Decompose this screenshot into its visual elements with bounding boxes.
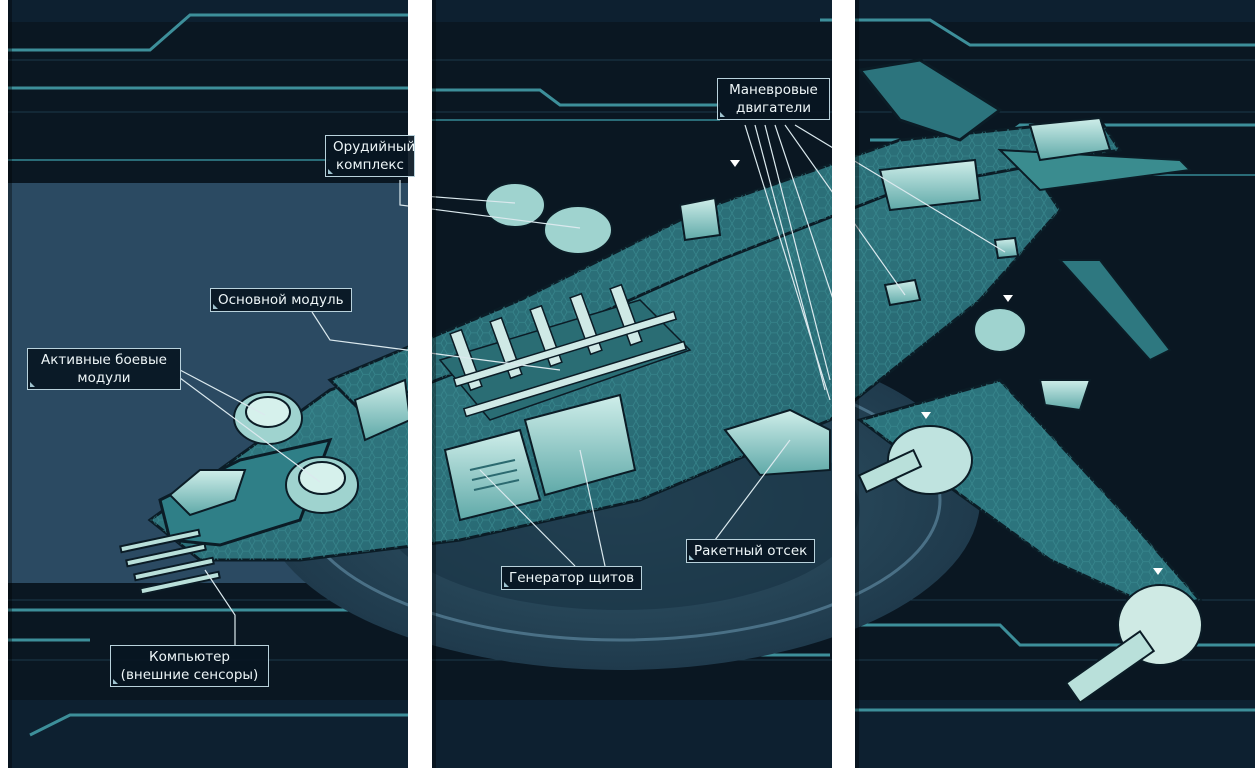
label-active-modules-line1: Активные боевые	[35, 351, 173, 369]
label-active-modules-line2: модули	[35, 369, 173, 387]
label-computer-line1: Компьютер	[118, 648, 261, 666]
label-shield-generator-line1: Генератор щитов	[509, 569, 634, 587]
label-weapon-complex-line2: комплекс	[333, 156, 407, 174]
label-active-modules: Активные боевые модули	[27, 348, 181, 390]
label-weapon-complex: Орудийный комплекс	[325, 135, 415, 177]
label-maneuver-engines-line1: Маневровые	[725, 81, 822, 99]
label-weapon-complex-line1: Орудийный	[333, 138, 407, 156]
label-missile-bay: Ракетный отсек	[686, 539, 815, 563]
label-main-module-line1: Основной модуль	[218, 291, 344, 309]
label-main-module: Основной модуль	[210, 288, 352, 312]
label-computer-line2: (внешние сенсоры)	[118, 666, 261, 684]
label-shield-generator: Генератор щитов	[501, 566, 642, 590]
label-missile-bay-line1: Ракетный отсек	[694, 542, 807, 560]
label-computer: Компьютер (внешние сенсоры)	[110, 645, 269, 687]
label-maneuver-engines: Маневровые двигатели	[717, 78, 830, 120]
label-maneuver-engines-line2: двигатели	[725, 99, 822, 117]
